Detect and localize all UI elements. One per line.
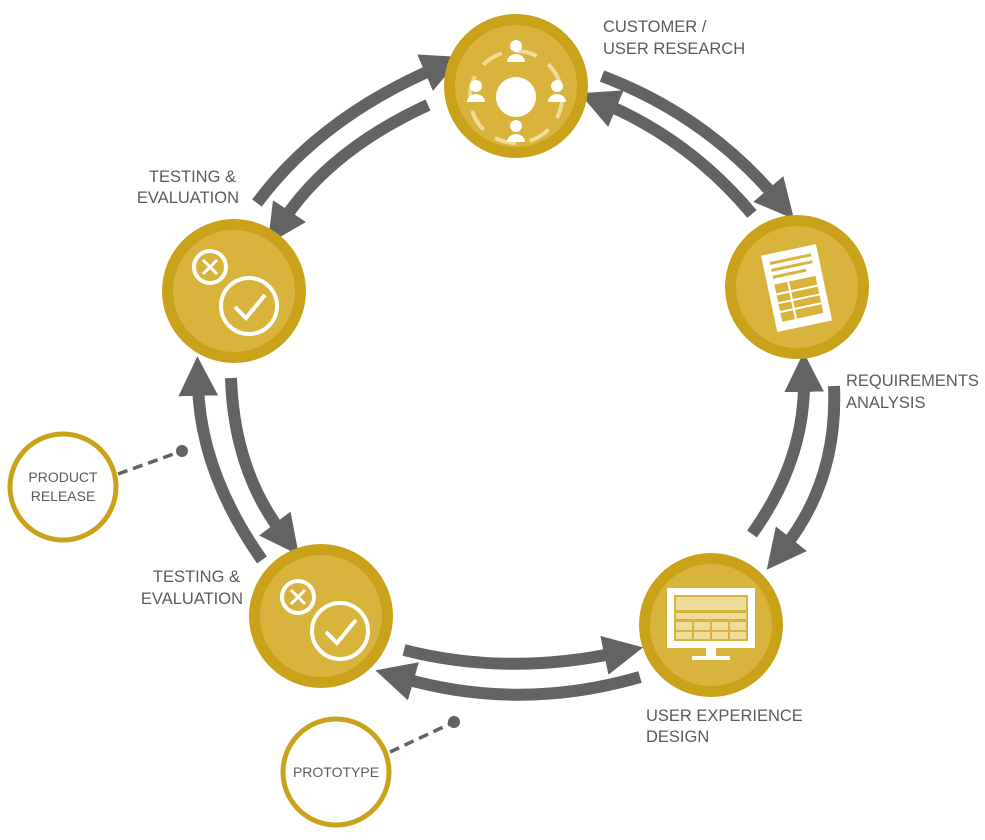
cycle-arrows: [178, 54, 841, 701]
arrow-testing-to-research: [252, 54, 462, 207]
arrow-research-to-requirements: [599, 70, 795, 220]
callout-label-line: PROTOTYPE: [293, 764, 379, 780]
stage-label-line: ANALYSIS: [846, 394, 925, 412]
connector-dot: [176, 445, 188, 457]
callout-label-line: RELEASE: [31, 488, 96, 504]
arrow-requirements-to-research: [579, 90, 757, 218]
stage-label-line: USER EXPERIENCE: [646, 707, 803, 725]
stage-label-line: EVALUATION: [137, 189, 239, 207]
stage-requirements-analysis: REQUIREMENTS ANALYSIS: [725, 215, 979, 412]
stage-label-line: TESTING &: [149, 168, 236, 186]
arrow-research-to-testing: [267, 99, 431, 245]
stage-customer-research: CUSTOMER / USER RESEARCH: [444, 14, 745, 158]
stage-testing-evaluation-lower: TESTING & EVALUATION: [141, 544, 393, 688]
callout-label-line: PRODUCT: [28, 469, 98, 485]
stage-label-line: REQUIREMENTS: [846, 372, 979, 390]
connector-line: [117, 449, 183, 476]
stage-ux-design: USER EXPERIENCE DESIGN: [639, 553, 803, 746]
callout-product-release: PRODUCT RELEASE: [7, 431, 188, 543]
arrow-requirements-to-ux: [766, 385, 841, 570]
monitor-icon: [667, 588, 755, 660]
people-cycle-icon: [467, 40, 566, 145]
arrow-testing-upper-to-lower: [225, 377, 299, 556]
arrow-testing-lower-to-upper: [178, 356, 267, 564]
document-icon: [761, 244, 833, 333]
stage-label-line: USER RESEARCH: [603, 40, 745, 58]
cross-check-icon: [280, 579, 370, 661]
arrow-testing-to-ux: [402, 636, 644, 675]
stage-label-line: EVALUATION: [141, 590, 243, 608]
connector-dot: [448, 716, 460, 728]
callout-prototype: PROTOTYPE: [280, 716, 460, 828]
stage-testing-evaluation-upper: TESTING & EVALUATION: [137, 168, 306, 363]
stage-label-line: TESTING &: [153, 568, 240, 586]
arrow-ux-to-testing: [375, 662, 642, 701]
cross-check-icon: [192, 249, 279, 336]
stage-label-line: DESIGN: [646, 728, 709, 746]
stage-label-line: CUSTOMER /: [603, 18, 707, 36]
arrow-ux-to-requirements: [747, 352, 824, 538]
connector-line: [389, 720, 455, 754]
